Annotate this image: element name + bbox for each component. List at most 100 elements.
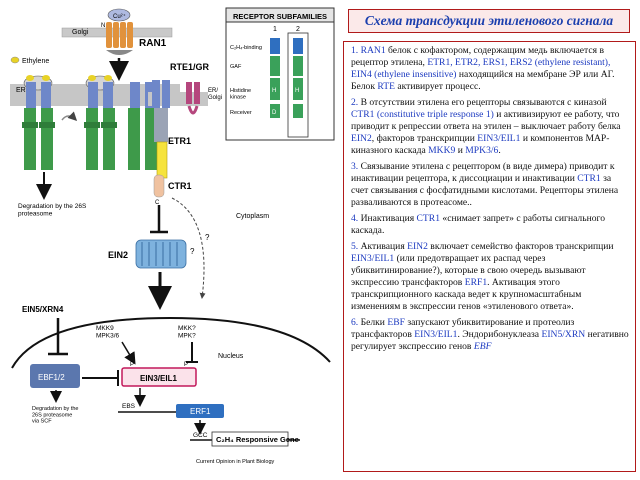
paragraph-text: белок с кофактором, содержащим медь вклю… bbox=[351, 45, 604, 68]
highlighted-term: EIN3/EIL1 bbox=[351, 252, 395, 264]
paragraph-text: активирует процесс. bbox=[394, 80, 481, 92]
dissociation-arrow bbox=[61, 111, 78, 122]
highlighted-term: EBF bbox=[387, 316, 405, 328]
gcc-label: GCC bbox=[193, 432, 208, 439]
paragraph-4: 4. Инактивация CTR1 «снимает запрет» с р… bbox=[351, 213, 629, 237]
erf1-label: ERF1 bbox=[190, 407, 211, 416]
highlighted-term: EIN2 bbox=[351, 132, 372, 144]
responsive-gene-box bbox=[211, 431, 289, 447]
receptor-dimer-middle bbox=[84, 75, 117, 170]
etr1-receptor bbox=[152, 80, 170, 179]
ctr1-label: CTR1 bbox=[168, 181, 192, 191]
responsive-gene-label: C₂H₄ Responsive Gene bbox=[216, 435, 299, 444]
ein5-label: EIN5/XRN4 bbox=[22, 305, 64, 314]
paragraph-text: , факторов транскрипции bbox=[371, 132, 478, 144]
title-box: Схема трансдукции этиленового сигнала bbox=[348, 9, 630, 33]
receptor-box-title: RECEPTOR SUBFAMILIES bbox=[233, 12, 327, 21]
paragraph-text: и bbox=[455, 144, 466, 156]
paragraph-5: 5. Активация EIN2 включает семейство фак… bbox=[351, 241, 629, 313]
nuclear-envelope bbox=[11, 316, 331, 369]
paragraph-text: Связывание этилена с рецептором (в виде … bbox=[351, 160, 615, 184]
receiver-d-1: D bbox=[272, 110, 277, 116]
ctr1-kinase bbox=[153, 174, 165, 198]
row-receiver: Receiver bbox=[230, 110, 252, 116]
ethylene-molecule-icon bbox=[10, 56, 20, 64]
highlighted-term: ETR1, ETR2, ERS1, ERS2 (ethylene resista… bbox=[351, 56, 611, 80]
nucleus-label: Nucleus bbox=[218, 353, 244, 360]
ein3-box bbox=[121, 367, 197, 387]
paragraph-text: . Эндорибонуклеаза bbox=[457, 328, 542, 340]
highlighted-term: EIN5/XRN bbox=[541, 328, 586, 340]
paragraph-text: . bbox=[498, 144, 501, 156]
paragraph-6: 6. Белки EBF запускают убиквитирование и… bbox=[351, 317, 629, 353]
ebs-label: EBS bbox=[122, 403, 136, 410]
highlighted-term: MKK9 bbox=[428, 144, 456, 156]
highlighted-term: CTR1 bbox=[416, 212, 440, 224]
paragraph-number: 6. bbox=[351, 316, 361, 328]
er-golgi-label: ER/Golgi bbox=[208, 88, 222, 101]
highlighted-term: EIN2 bbox=[407, 240, 428, 252]
highlighted-term: CTR1 (constitutive triple response 1) bbox=[351, 108, 494, 120]
ein3-label: EIN3/EIL1 bbox=[140, 374, 177, 383]
highlighted-term: ERF1 bbox=[464, 276, 488, 288]
highlighted-term: EIN3/EIL1 bbox=[477, 132, 521, 144]
highlighted-term: EBF bbox=[473, 340, 492, 352]
paragraph-number: 4. bbox=[351, 212, 361, 224]
cytoplasm-label: Cytoplasm bbox=[236, 213, 269, 220]
paragraph-text: Белки bbox=[360, 316, 388, 328]
histidine-h-2: H bbox=[295, 88, 299, 94]
question-mark-2: ? bbox=[190, 247, 195, 256]
paragraph-text: за счет связывания с фосфатидными кислот… bbox=[351, 172, 619, 208]
row-ethylene-binding: C₂H₄-binding bbox=[230, 45, 262, 51]
erf1-box bbox=[176, 404, 224, 418]
row-gaf: GAF bbox=[230, 64, 242, 70]
ein2-label: EIN2 bbox=[108, 250, 128, 260]
rte1-protein bbox=[186, 82, 200, 115]
subfamily-col-2: 2 bbox=[296, 26, 300, 33]
paragraph-1: 1. RAN1 белок с кофактором, содержащим м… bbox=[351, 45, 629, 93]
mkk9-arrow bbox=[121, 341, 136, 365]
rte1-label: RTE1/GR bbox=[170, 62, 210, 72]
golgi-label: Golgi bbox=[72, 29, 89, 36]
highlighted-term: RTE bbox=[377, 80, 395, 92]
highlighted-term: CTR1 bbox=[577, 172, 601, 184]
copper-label: Cu²⁺ bbox=[113, 13, 126, 20]
highlighted-term: MPK3/6 bbox=[465, 144, 499, 156]
mkk-unknown-label: MKK?MPK? bbox=[178, 325, 196, 340]
source-label: Current Opinion in Plant Biology bbox=[196, 459, 275, 465]
receptor-subfamilies-box bbox=[225, 7, 335, 141]
paragraph-text: «снимает запрет» с работы сигнального ка… bbox=[351, 212, 606, 236]
paragraph-number: 3. bbox=[351, 160, 361, 172]
etr1-label: ETR1 bbox=[168, 136, 191, 146]
paragraph-text: В отсутствии этилена его рецепторы связы… bbox=[360, 96, 607, 108]
ran1-transporter bbox=[106, 8, 133, 55]
paragraph-text: (или предотвращает их распад через убикв… bbox=[351, 252, 586, 288]
paragraph-text: находящийся на мембране ЭР или АГ. Белок bbox=[351, 68, 615, 92]
paragraph-3: 3. Связывание этилена с рецептором (в ви… bbox=[351, 161, 629, 209]
paragraph-number: 2. bbox=[351, 96, 361, 108]
paragraph-2: 2. В отсутствии этилена его рецепторы св… bbox=[351, 97, 629, 157]
page-title: Схема трансдукции этиленового сигнала bbox=[364, 13, 614, 28]
description-panel: 1. RAN1 белок с кофактором, содержащим м… bbox=[343, 41, 636, 472]
ebf-box bbox=[30, 364, 80, 388]
paragraph-text: и активизируют ее работу, что приводит к… bbox=[351, 108, 621, 132]
paragraph-text: негативно регулирует экспрессию генов bbox=[351, 328, 629, 352]
paragraph-text: включает семейство факторов транскрипции bbox=[427, 240, 614, 252]
paragraph-number: 1. bbox=[351, 45, 361, 56]
receptor-dimer-left bbox=[22, 75, 55, 170]
c-terminal-label: C bbox=[155, 200, 160, 206]
ein2-protein bbox=[135, 239, 187, 269]
histidine-h-1: H bbox=[272, 88, 276, 94]
paragraph-text: . Активация этого транскрипционного каск… bbox=[351, 276, 582, 312]
dashed-pathway-arrow bbox=[171, 197, 206, 299]
phospho-p-2: P bbox=[184, 362, 188, 368]
paragraph-text: Инактивация bbox=[360, 212, 417, 224]
ethylene-signaling-diagram: Golgi Cu²⁺ RAN1 N Ethylene ER bbox=[10, 7, 335, 465]
ebf-label: EBF1/2 bbox=[38, 373, 65, 382]
highlighted-term: RAN1 bbox=[360, 45, 386, 56]
paragraph-text: запускают убиквитирование и протеолиз тр… bbox=[351, 316, 575, 340]
